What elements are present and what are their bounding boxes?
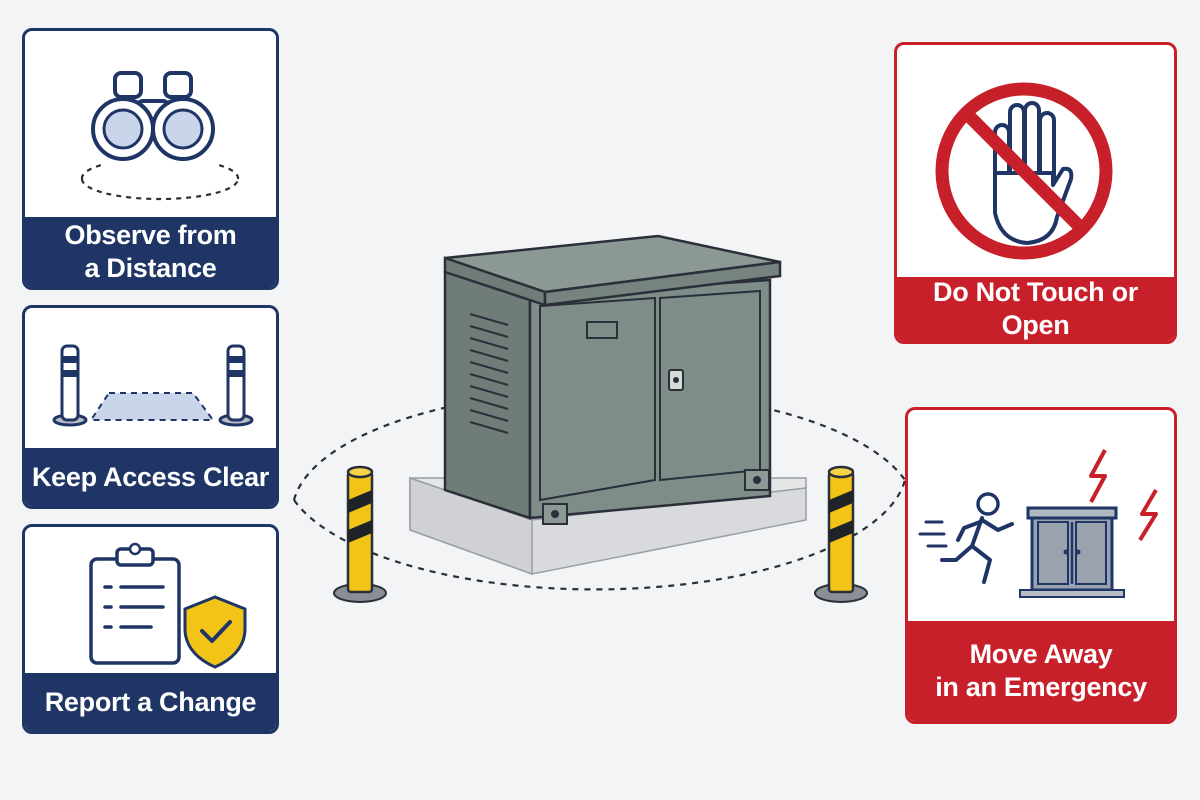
mini-cabinet-icon bbox=[1019, 506, 1125, 598]
card-report-text: Report a Change bbox=[44, 686, 257, 717]
binoculars-icon bbox=[80, 71, 240, 201]
bollard-right bbox=[814, 465, 868, 603]
bollards-clear-zone-icon bbox=[52, 344, 254, 427]
clearance-boundary-front bbox=[293, 479, 907, 591]
clearance-boundary-back bbox=[292, 389, 906, 501]
bollard-left bbox=[333, 465, 387, 603]
card-observe-line2: a Distance bbox=[84, 253, 217, 283]
card-touch-text: Do Not Touch or Open bbox=[933, 277, 1138, 340]
card-observe: Observe from a Distance bbox=[22, 28, 279, 290]
lightning-bolt-icon bbox=[1089, 449, 1158, 542]
running-person-icon bbox=[918, 449, 1158, 598]
door-lock-icon bbox=[668, 369, 684, 391]
card-touch-label: Do Not Touch or Open bbox=[897, 277, 1174, 341]
card-touch: Do Not Touch or Open bbox=[894, 42, 1177, 344]
card-access-text: Keep Access Clear bbox=[31, 461, 270, 492]
card-emergency-label: Move Away in an Emergency bbox=[908, 621, 1174, 721]
clipboard-shield-icon bbox=[89, 542, 247, 669]
vent-louvers bbox=[469, 313, 509, 434]
card-access: Keep Access Clear bbox=[22, 305, 279, 509]
no-touch-hand-icon bbox=[935, 82, 1113, 260]
card-observe-label: Observe from a Distance bbox=[25, 217, 276, 287]
card-emergency: Move Away in an Emergency bbox=[905, 407, 1177, 724]
card-emergency-line2: in an Emergency bbox=[935, 672, 1147, 702]
card-access-label: Keep Access Clear bbox=[25, 448, 276, 506]
electrical-cabinet bbox=[443, 234, 782, 525]
card-report: Report a Change bbox=[22, 524, 279, 734]
card-observe-line1: Observe from bbox=[64, 220, 237, 250]
card-report-label: Report a Change bbox=[25, 673, 276, 731]
card-emergency-line1: Move Away bbox=[969, 639, 1113, 669]
